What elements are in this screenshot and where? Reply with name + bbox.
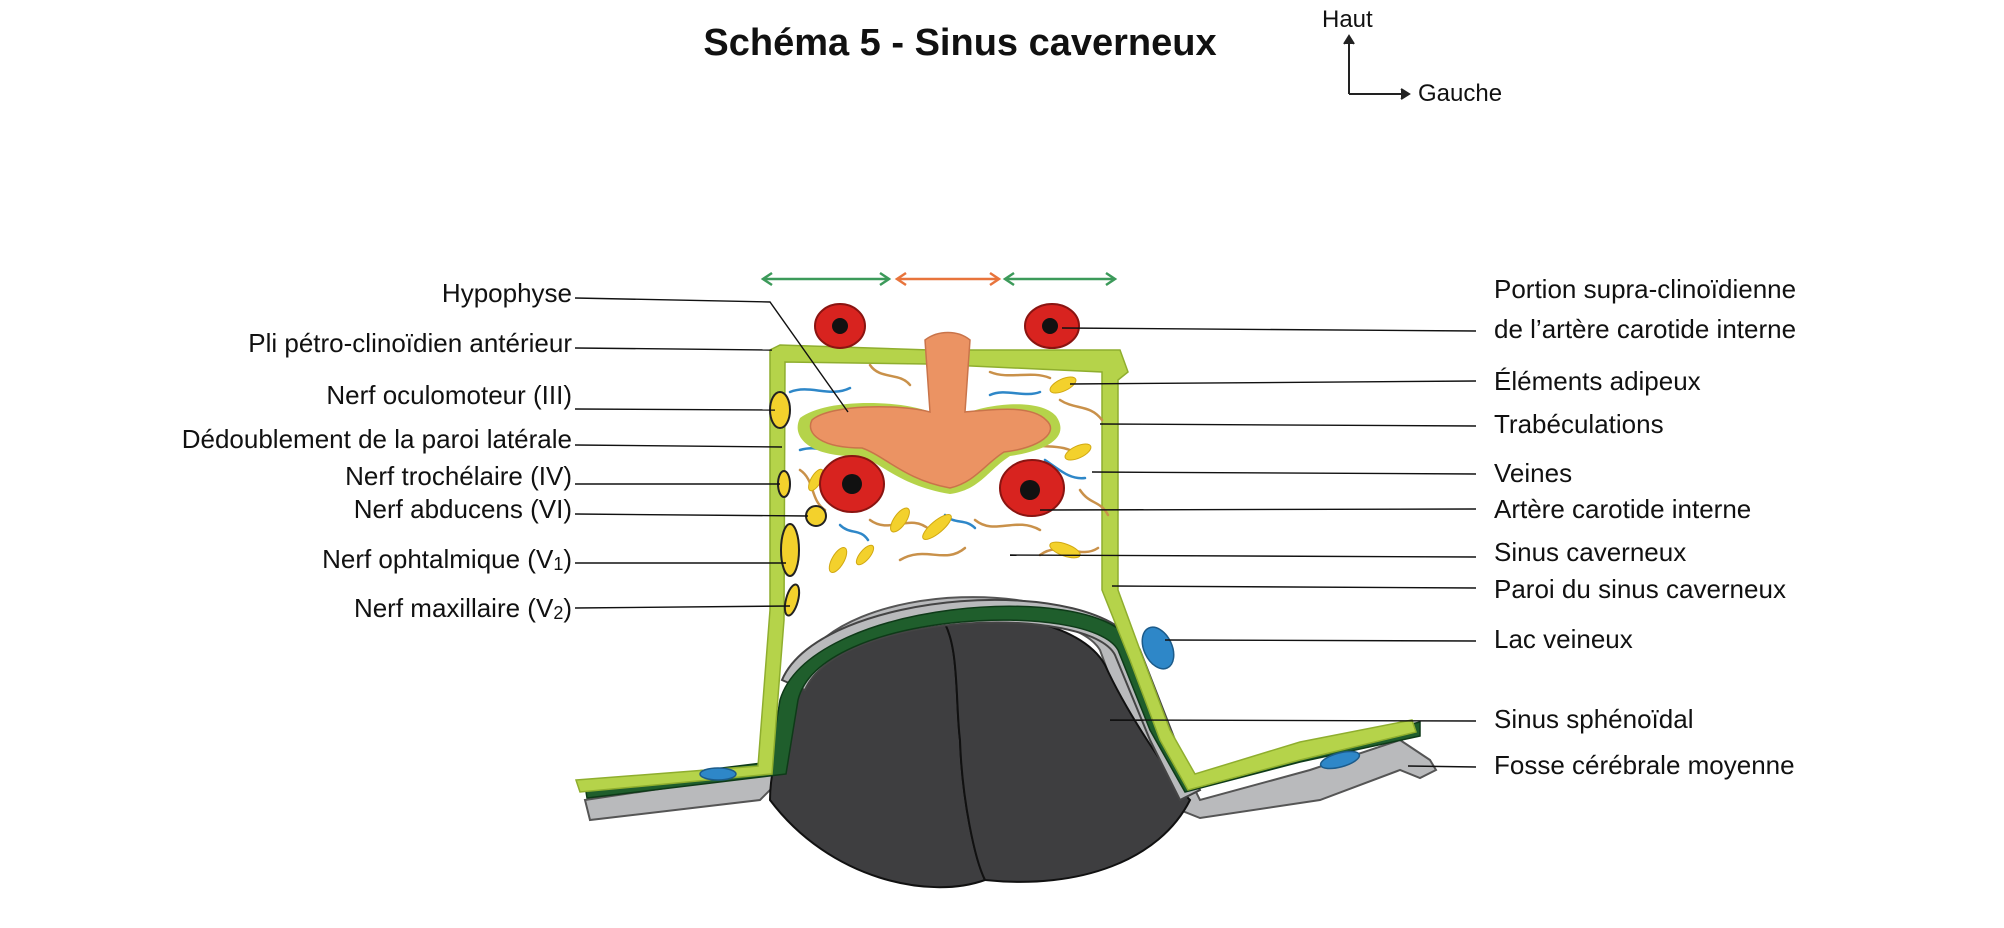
- venous-lakes: [699, 626, 1361, 781]
- label-sinus-sphenoidal: Sinus sphénoïdal: [1494, 704, 1694, 734]
- outer-dura-wall: [574, 344, 1417, 793]
- orientation-left-label: Gauche: [1418, 80, 1503, 107]
- label-nerf-trochleaire: Nerf trochélaire (IV): [345, 461, 572, 491]
- pituitary-gland: [797, 331, 1061, 494]
- label-paroi-sinus: Paroi du sinus caverneux: [1494, 574, 1786, 604]
- cranial-nerves: [769, 391, 827, 617]
- label-nerf-ophtalmique: Nerf ophtalmique (V1): [322, 544, 572, 577]
- label-nerf-maxillaire: Nerf maxillaire (V2): [354, 593, 572, 626]
- adipose-elements: [808, 376, 1092, 573]
- label-nerf-abducens: Nerf abducens (VI): [353, 494, 572, 524]
- label-nerf-ophtalmique-text: Nerf ophtalmique (V: [322, 544, 554, 574]
- label-nerf-ophtalmique-end: ): [563, 544, 572, 574]
- label-nerf-maxillaire-text: Nerf maxillaire (V: [353, 593, 554, 623]
- top-width-arrows: [760, 271, 1118, 287]
- label-supra-clinoid-line2: de l’artère carotide interne: [1494, 314, 1797, 344]
- diagram-title: Schéma 5 - Sinus caverneux: [703, 22, 1217, 64]
- sella-bone-layer: [780, 598, 1202, 802]
- internal-carotid-arteries: [814, 303, 1080, 517]
- label-sinus-caverneux: Sinus caverneux: [1494, 537, 1687, 567]
- label-nerf-oculomoteur: Nerf oculomoteur (III): [326, 380, 572, 410]
- label-supra-clinoid-line1: Portion supra-clinoïdienne: [1494, 274, 1797, 304]
- label-artere-carotide-interne: Artère carotide interne: [1494, 494, 1752, 524]
- label-nerf-ophtalmique-sub: 1: [553, 554, 564, 574]
- label-pli-petro-clinoidien: Pli pétro-clinoïdien antérieur: [248, 328, 572, 358]
- sphenoid-sinus: [768, 612, 1192, 889]
- leader-lines-right: [1009, 327, 1477, 768]
- label-elements-adipeux: Éléments adipeux: [1494, 366, 1701, 396]
- label-dedoublement-paroi: Dédoublement de la paroi latérale: [181, 424, 572, 454]
- label-trabeculations: Trabéculations: [1494, 409, 1664, 439]
- label-nerf-maxillaire-sub: 2: [553, 603, 564, 623]
- label-nerf-maxillaire-end: ): [563, 593, 572, 623]
- leader-lines-left: [574, 297, 849, 609]
- label-veines: Veines: [1494, 458, 1573, 488]
- label-lac-veineux: Lac veineux: [1494, 624, 1633, 654]
- label-hypophyse: Hypophyse: [441, 278, 572, 308]
- orientation-up-label: Haut: [1322, 6, 1373, 33]
- veins: [788, 386, 1087, 542]
- label-fosse-cerebrale: Fosse cérébrale moyenne: [1494, 750, 1795, 780]
- orientation-arrows: [1343, 34, 1411, 100]
